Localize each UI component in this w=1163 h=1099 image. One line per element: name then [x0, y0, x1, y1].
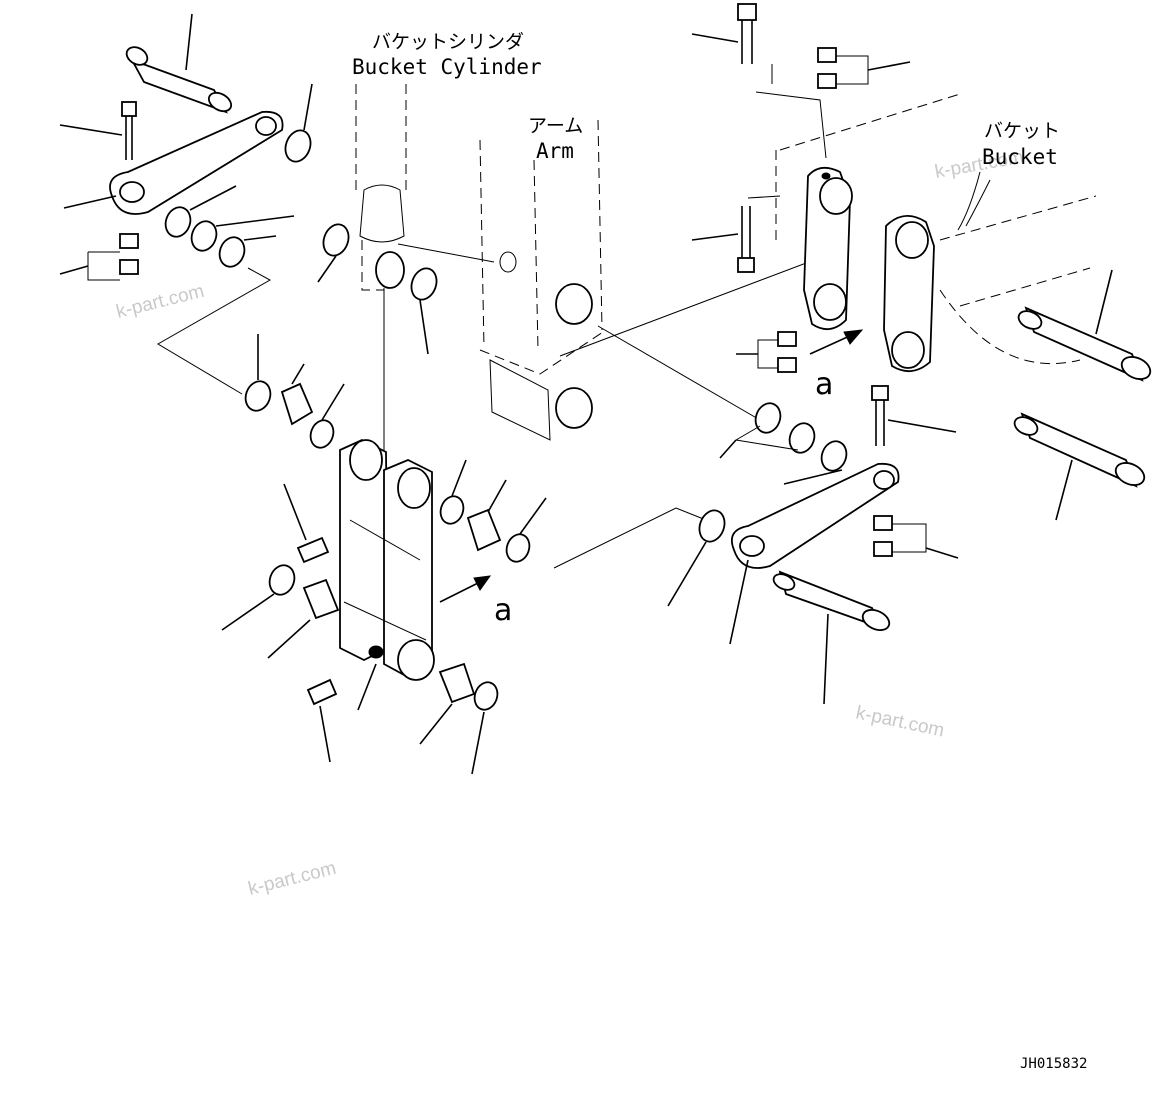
- bucket-cylinder-outline: [355, 84, 407, 470]
- mid-right-nuts: [736, 331, 797, 373]
- top-left-bolt: [59, 101, 137, 160]
- right-bolt-lower: [871, 385, 957, 446]
- right-nuts-lower: [873, 515, 959, 559]
- bucket-label-en: Bucket: [982, 145, 1058, 169]
- bucket-cylinder-label-jp: バケットシリンダ: [372, 31, 524, 53]
- arm-label-jp: アーム: [528, 115, 583, 137]
- watermark: k-part.com: [854, 702, 946, 741]
- bucket-link-assembly: [339, 439, 435, 681]
- right-shims: [719, 402, 848, 485]
- top-right-nuts: [817, 47, 911, 89]
- watermark: k-part.com: [246, 858, 338, 900]
- watermark: k-part.com: [114, 281, 206, 323]
- mid-right-bolt: [691, 206, 755, 273]
- bucket-leader: [957, 171, 981, 231]
- bucket-link-plates: [803, 166, 935, 372]
- left-bushings: [221, 334, 547, 775]
- right-pin-upper: [1017, 269, 1152, 382]
- top-left-nuts: [59, 233, 139, 281]
- view-marker-a-right: a: [815, 367, 833, 402]
- drawing-code: JH015832: [1020, 1056, 1087, 1072]
- arm-label-en: Arm: [536, 139, 574, 163]
- top-left-pin: [125, 13, 233, 114]
- cylinder-washers: [317, 223, 438, 355]
- grease-fittings: [283, 483, 377, 763]
- arm-outline: [479, 119, 607, 441]
- view-marker-a-left: a: [494, 593, 512, 628]
- right-pin-lower: [1013, 412, 1146, 521]
- arrow-a-left: [439, 575, 492, 603]
- right-pin-bottom: [772, 570, 891, 705]
- bucket-cylinder-label-en: Bucket Cylinder: [352, 55, 542, 79]
- leader-lines: [157, 64, 847, 569]
- top-right-bolt: [691, 3, 757, 64]
- top-left-washer: [284, 83, 313, 163]
- bucket-label-jp: バケット: [984, 120, 1060, 142]
- arrow-a-right: [809, 329, 864, 355]
- bucket-outline: [775, 93, 1097, 365]
- top-left-shims: [164, 185, 295, 268]
- top-left-link-plate: [63, 110, 284, 215]
- right-link-plate: [667, 462, 900, 645]
